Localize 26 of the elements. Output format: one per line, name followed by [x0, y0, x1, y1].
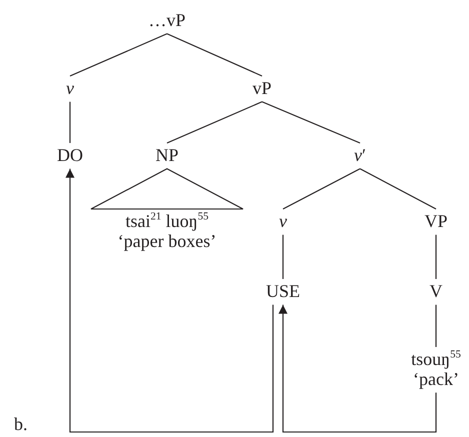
- tree-node-label: tsouŋ$^{55}$ ‘pack’: [409, 347, 463, 393]
- tree-branch: [69, 102, 71, 143]
- tree-node-label: v: [277, 209, 289, 235]
- tree-node-label: v: [64, 76, 76, 102]
- tree-node-label: v′: [352, 143, 368, 169]
- tree-node-label: NP: [154, 143, 180, 169]
- tree-branch: [282, 234, 284, 279]
- tree-branch: [262, 101, 360, 144]
- tree-branch: [360, 168, 436, 210]
- tree-node-label: tsai$^{21}$ luoŋ$^{55}$ ‘paper boxes’: [116, 209, 218, 255]
- tree-node-label: USE: [264, 279, 302, 305]
- example-label: b.: [14, 414, 28, 435]
- tree-node-label: V: [428, 279, 444, 305]
- tree-node-label: vP: [250, 76, 274, 102]
- tree-branch: [435, 234, 437, 279]
- tree-branch: [70, 33, 168, 76]
- movement-arrow: [66, 168, 274, 433]
- tree-branch: [282, 168, 360, 210]
- tree-branch: [166, 101, 262, 144]
- tree-branch: [166, 33, 262, 76]
- tree-node-label: …vP: [146, 8, 188, 34]
- tree-node-label: VP: [422, 209, 450, 235]
- tree-node-label: DO: [55, 143, 85, 169]
- triangle-roof: [90, 168, 244, 210]
- movement-arrow: [278, 304, 437, 433]
- tree-branch: [435, 304, 437, 347]
